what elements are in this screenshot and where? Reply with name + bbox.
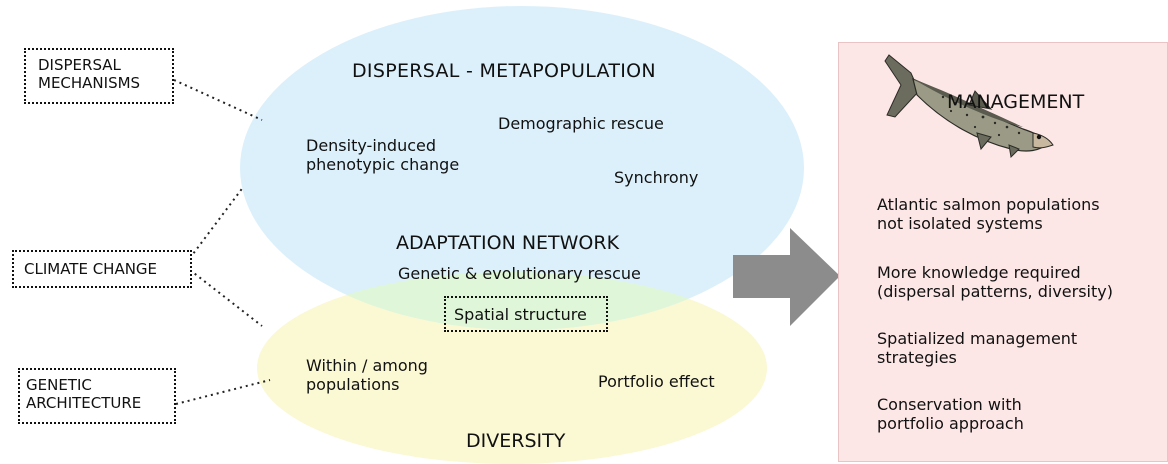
climate-change-label: CLIMATE CHANGE — [24, 260, 158, 278]
dispersal-mechanisms-label: DISPERSAL MECHANISMS — [38, 56, 141, 92]
management-point-2: More knowledge required (dispersal patte… — [877, 263, 1113, 302]
diversity-title: DIVERSITY — [466, 430, 566, 452]
spatial-structure-box: Spatial structure — [444, 296, 608, 332]
within-among-label: Within / among populations — [306, 356, 428, 395]
connector-dispersal-mechanisms — [173, 79, 263, 121]
dispersal-title: DISPERSAL - METAPOPULATION — [352, 60, 656, 82]
management-point-1: Atlantic salmon populations not isolated… — [877, 195, 1100, 234]
demographic-rescue-label: Demographic rescue — [498, 114, 664, 133]
diversity-ellipse — [257, 272, 767, 464]
right-arrow-icon — [733, 228, 840, 326]
genetic-evolutionary-rescue-label: Genetic & evolutionary rescue — [398, 264, 641, 283]
spatial-structure-label: Spatial structure — [454, 305, 587, 324]
genetic-architecture-label: GENETIC ARCHITECTURE — [26, 376, 142, 412]
dispersal-ellipse — [240, 6, 804, 330]
management-point-4: Conservation with portfolio approach — [877, 395, 1024, 434]
connector-genetic-architecture — [175, 379, 271, 405]
connector-climate-to-diversity — [189, 269, 263, 327]
synchrony-label: Synchrony — [614, 168, 699, 187]
genetic-architecture-box: GENETIC ARCHITECTURE — [18, 368, 176, 424]
management-point-3: Spatialized management strategies — [877, 329, 1078, 368]
density-induced-label: Density-induced phenotypic change — [306, 136, 460, 175]
climate-change-box: CLIMATE CHANGE — [12, 250, 192, 288]
connector-climate-to-dispersal — [189, 185, 245, 259]
management-panel: MANAGEMENT Atlantic salmon populations n… — [838, 42, 1168, 462]
management-title: MANAGEMENT — [947, 91, 1085, 113]
salmon-icon — [884, 54, 1054, 159]
dispersal-mechanisms-box: DISPERSAL MECHANISMS — [24, 48, 174, 104]
portfolio-effect-label: Portfolio effect — [598, 372, 715, 391]
adaptation-title: ADAPTATION NETWORK — [396, 232, 620, 254]
